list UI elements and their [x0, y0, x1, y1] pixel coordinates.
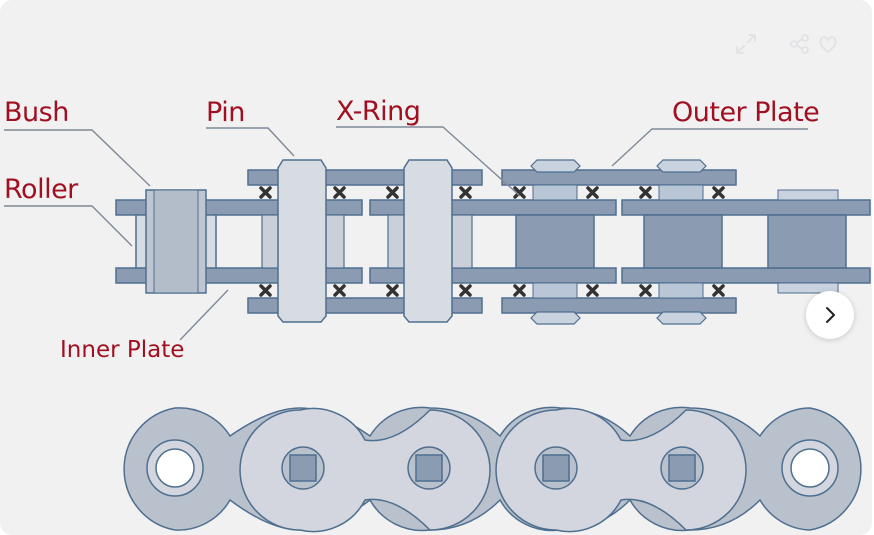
favorite-button[interactable]	[806, 22, 850, 66]
share-button[interactable]	[778, 22, 822, 66]
outer-link-2	[495, 407, 747, 533]
next-button[interactable]	[806, 291, 854, 339]
label-outer-plate: Outer Plate	[672, 97, 820, 128]
bush-dark-3	[767, 214, 847, 269]
label-bush: Bush	[4, 97, 69, 128]
label-roller: Roller	[4, 174, 78, 205]
roller-end-right-hole	[790, 448, 830, 488]
inner-plate-bottom-3	[621, 267, 871, 284]
share-icon	[790, 34, 809, 54]
chain-cross-section	[4, 126, 871, 341]
inner-link-outline	[123, 406, 862, 532]
pin-cap-4-top	[656, 159, 707, 173]
outer-plate-top-2	[501, 169, 737, 186]
pin-cap-3-bottom	[530, 311, 581, 325]
bush-dark-1	[515, 214, 595, 269]
leader-lines	[4, 126, 808, 341]
image-controls	[724, 22, 850, 66]
pin-2	[403, 159, 453, 323]
expand-button[interactable]	[724, 22, 768, 66]
label-x-ring: X-Ring	[336, 96, 421, 127]
bush-dark-2	[643, 214, 723, 269]
label-inner-plate: Inner Plate	[60, 337, 185, 363]
pin-heads	[281, 446, 704, 490]
outer-link-1	[239, 407, 491, 533]
pin-1	[277, 159, 327, 323]
chain-side-view	[123, 406, 862, 533]
chevron-right-icon	[826, 307, 835, 323]
heart-icon	[819, 36, 837, 54]
roller-end-left-hole	[155, 448, 195, 488]
inner-plate-top-3	[621, 199, 871, 216]
expand-icon	[736, 34, 756, 54]
pin-cap-3-top	[530, 159, 581, 173]
label-pin: Pin	[206, 97, 245, 128]
x-rings	[259, 186, 725, 297]
pin-cap-4-bottom	[656, 311, 707, 325]
outer-plate-bottom-2	[501, 297, 737, 314]
